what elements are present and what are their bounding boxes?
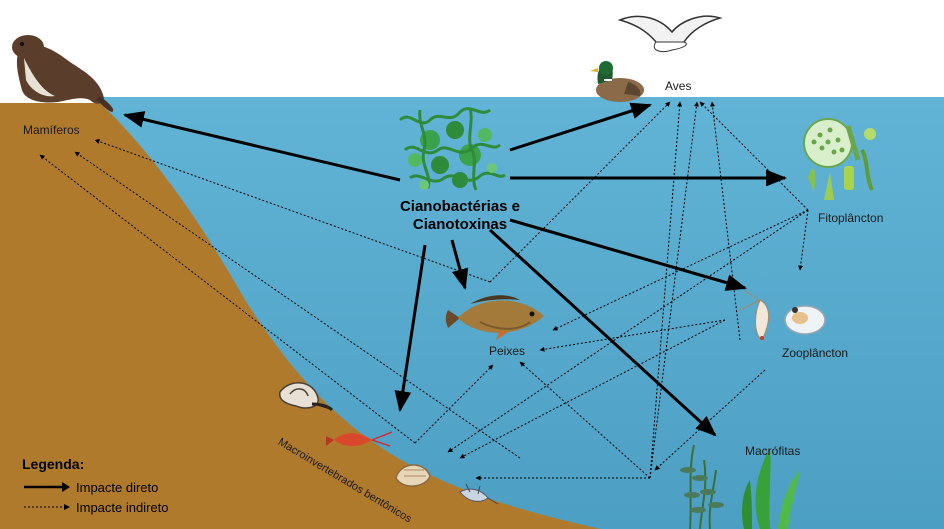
duck-icon bbox=[590, 61, 644, 102]
central-node-line2: Cianotoxinas bbox=[380, 216, 540, 234]
central-node-line1: Cianobactérias e bbox=[380, 198, 540, 216]
legend-indirect-row: Impacte indireto bbox=[22, 497, 169, 517]
indirect-arrow-icon bbox=[22, 501, 72, 513]
legend: Legenda: Impacte direto Impacte indireto bbox=[22, 456, 169, 517]
node-fitoplancton: Fitoplâncton bbox=[818, 211, 883, 225]
node-zooplancton: Zooplâncton bbox=[782, 346, 848, 360]
node-mamiferos: Mamíferos bbox=[23, 123, 80, 137]
direct-arrow-icon bbox=[22, 481, 72, 493]
node-aves: Aves bbox=[665, 79, 691, 93]
legend-title: Legenda: bbox=[22, 456, 169, 472]
otter-icon bbox=[12, 35, 113, 112]
legend-direct-label: Impacte direto bbox=[76, 480, 158, 495]
node-macrofitas: Macrófitas bbox=[745, 444, 800, 458]
central-node-label: Cianobactérias e Cianotoxinas bbox=[380, 198, 540, 234]
legend-indirect-label: Impacte indireto bbox=[76, 500, 169, 515]
seagull-icon bbox=[620, 16, 720, 51]
node-peixes: Peixes bbox=[489, 344, 525, 358]
legend-direct-row: Impacte direto bbox=[22, 477, 169, 497]
